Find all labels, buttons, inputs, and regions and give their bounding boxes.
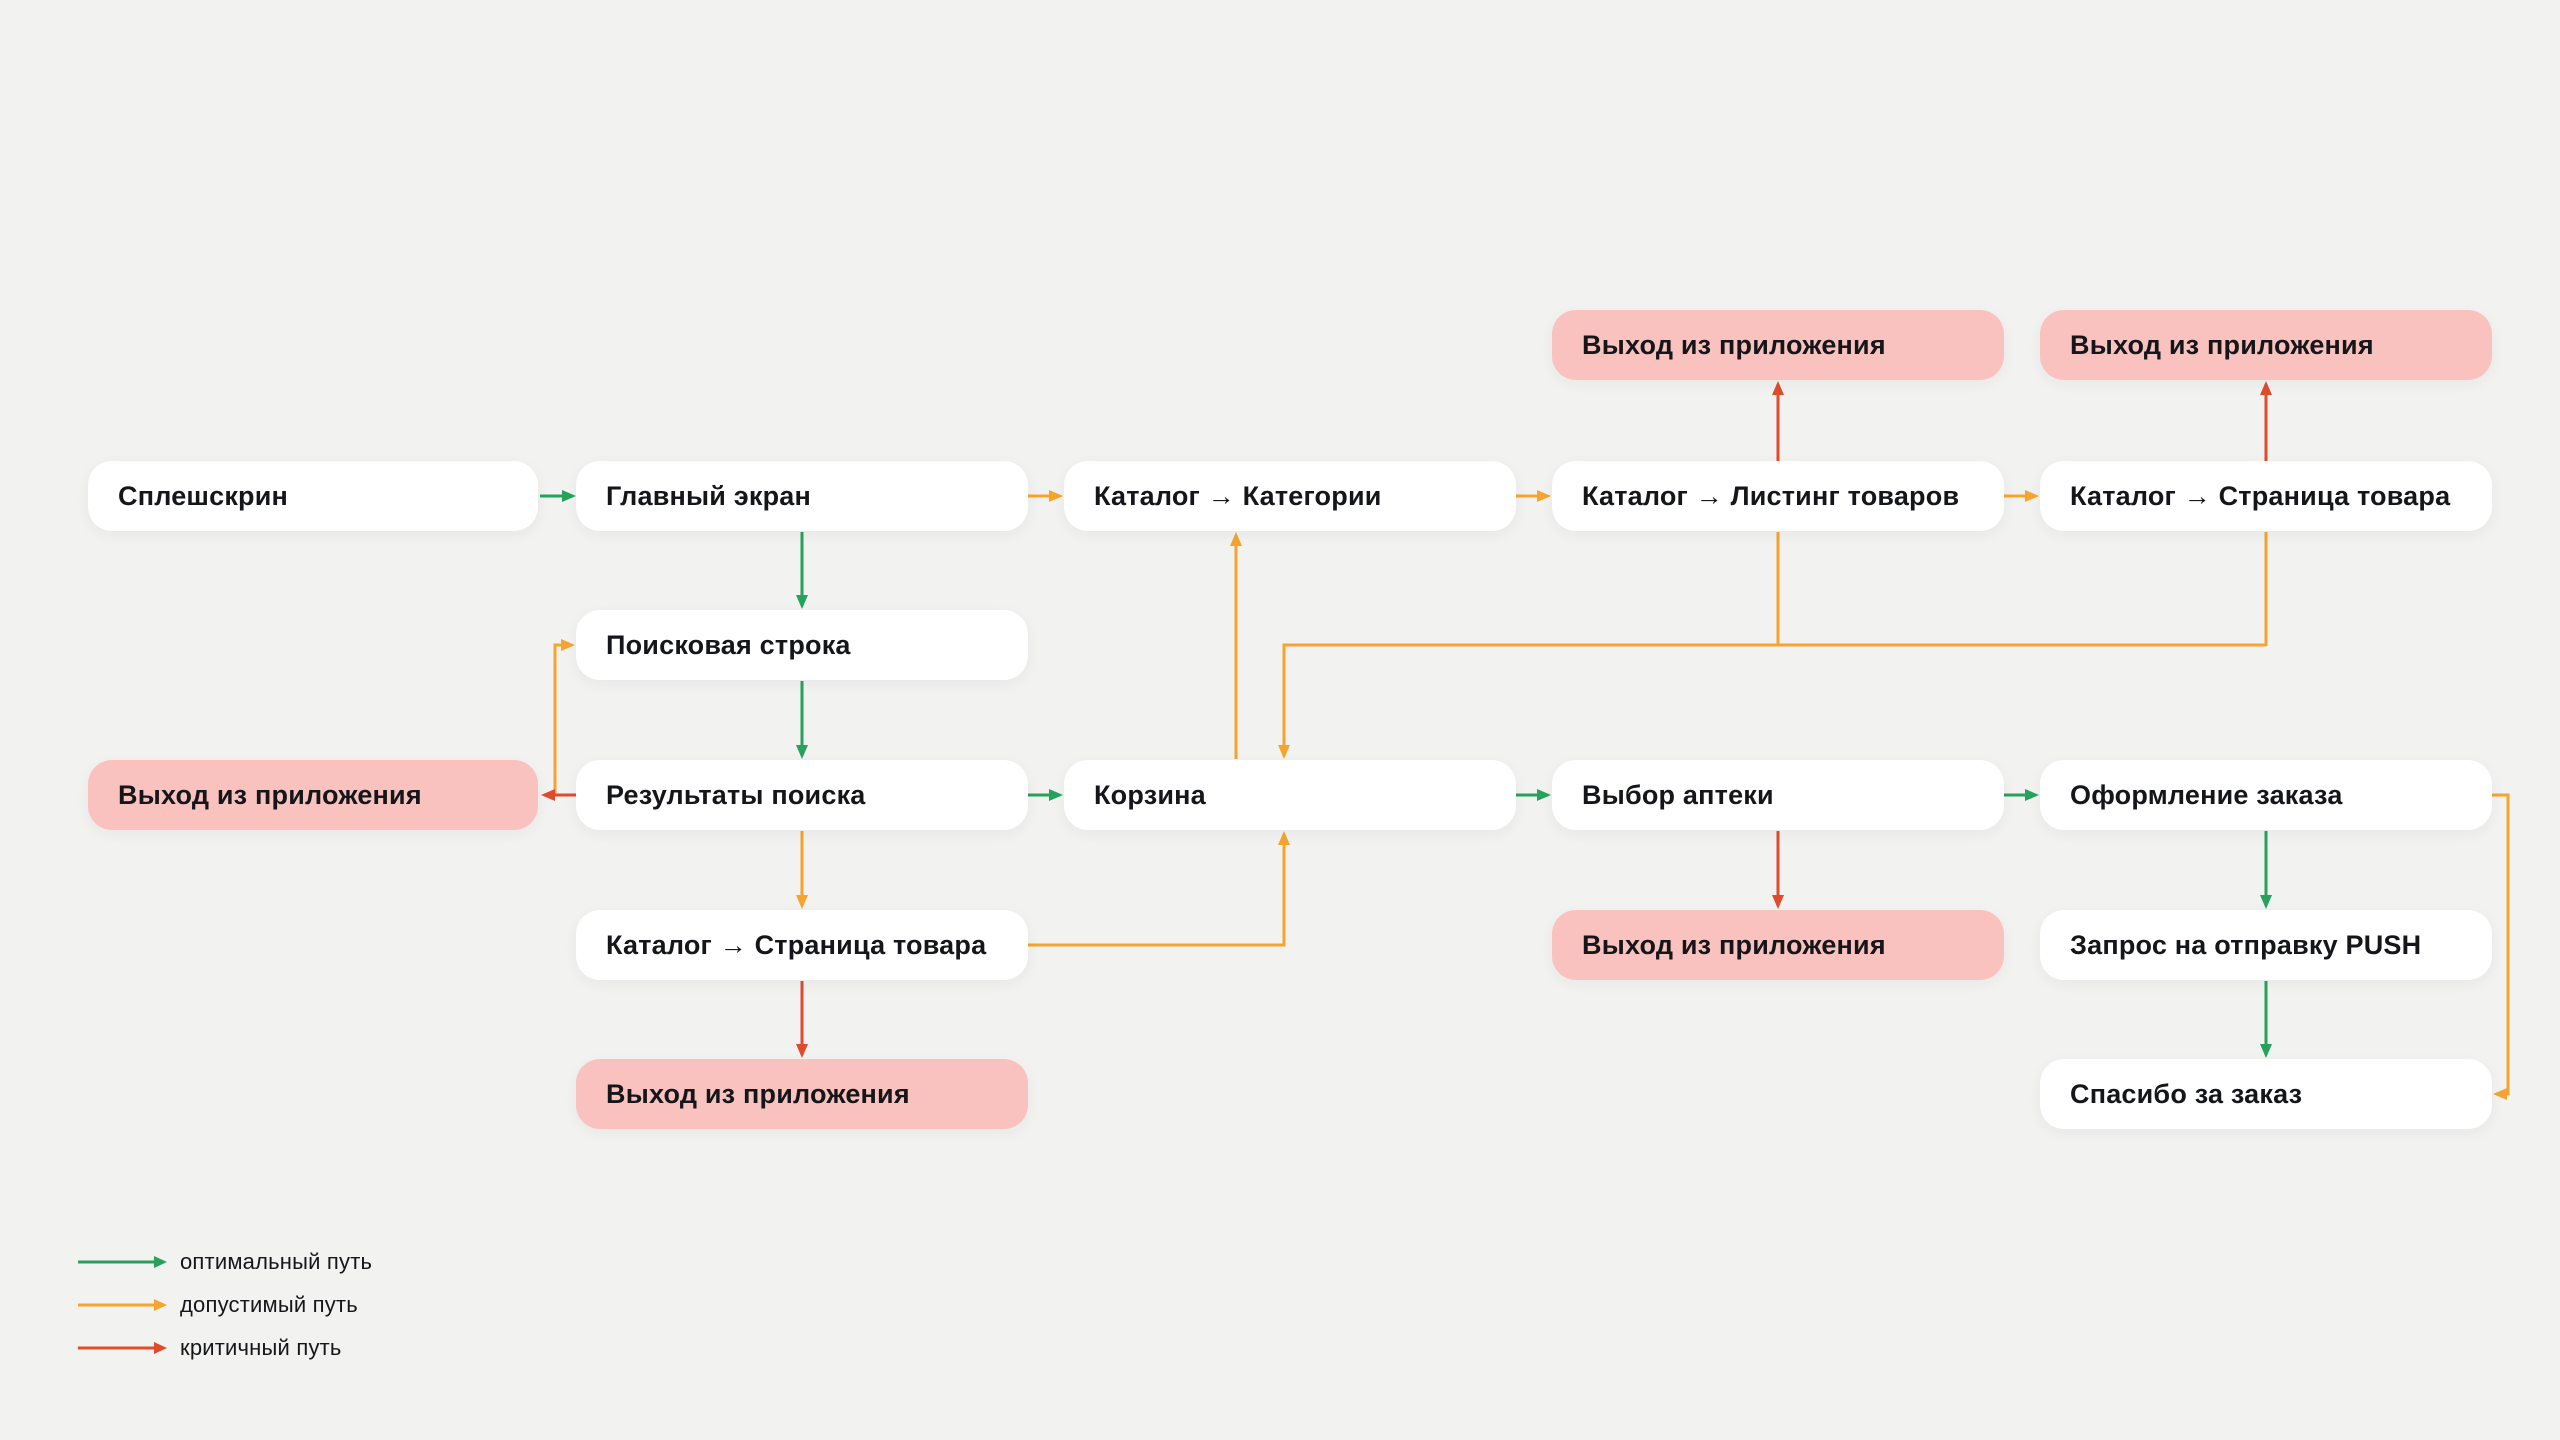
node-pharmacy-select: Выбор аптеки: [1552, 760, 2004, 830]
node-search-bar: Поисковая строка: [576, 610, 1028, 680]
legend-item-critical: критичный путь: [78, 1335, 372, 1360]
node-cart: Корзина: [1064, 760, 1516, 830]
legend-label: допустимый путь: [180, 1292, 358, 1317]
node-catalog-listing: Каталог → Листинг товаров: [1552, 461, 2004, 531]
node-checkout: Оформление заказа: [2040, 760, 2492, 830]
node-exit-top-listing: Выход из приложения: [1552, 310, 2004, 380]
node-splash: Сплешскрин: [88, 461, 538, 531]
legend-item-optimal: оптимальный путь: [78, 1249, 373, 1274]
legend-item-acceptable: допустимый путь: [78, 1292, 372, 1317]
node-push-request: Запрос на отправку PUSH: [2040, 910, 2492, 980]
node-exit-mid: Выход из приложения: [1552, 910, 2004, 980]
node-exit-top-product: Выход из приложения: [2040, 310, 2492, 380]
node-exit-left: Выход из приложения: [88, 760, 538, 830]
legend: оптимальный путь допустимый путь критичный…: [78, 1249, 373, 1379]
legend-arrow-acceptable-icon: [78, 1299, 167, 1311]
legend-label: оптимальный путь: [180, 1249, 373, 1274]
node-thanks: Спасибо за заказ: [2040, 1059, 2492, 1129]
node-catalog-categories: Каталог → Категории: [1064, 461, 1516, 531]
node-exit-bottom: Выход из приложения: [576, 1059, 1028, 1129]
legend-label: критичный путь: [180, 1335, 342, 1360]
node-search-results: Результаты поиска: [576, 760, 1028, 830]
node-catalog-product-mid: Каталог → Страница товара: [576, 910, 1028, 980]
legend-arrow-critical-icon: [78, 1342, 167, 1354]
node-catalog-product-top: Каталог → Страница товара: [2040, 461, 2492, 531]
node-home: Главный экран: [576, 461, 1028, 531]
legend-arrow-optimal-icon: [78, 1256, 167, 1268]
